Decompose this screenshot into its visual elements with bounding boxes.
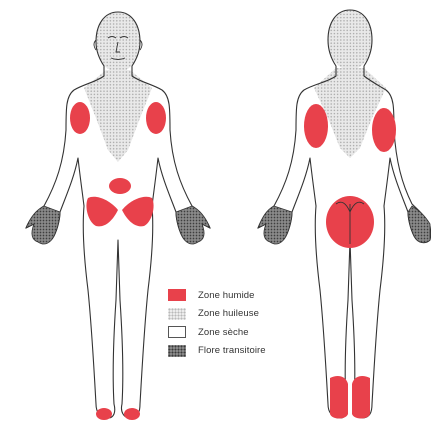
legend-label: Zone humide	[198, 290, 255, 301]
legend-item-zone-humide: Zone humide	[168, 286, 318, 305]
legend-item-flore-transitoire: Flore transitoire	[168, 342, 318, 361]
front-right-armpit-moist	[146, 102, 166, 134]
legend-label: Flore transitoire	[198, 345, 266, 356]
zone-humide-swatch	[168, 289, 186, 301]
legend-label: Zone sèche	[198, 327, 249, 338]
back-right-sole-moist	[352, 376, 370, 419]
back-left-shoulder-moist	[304, 104, 328, 148]
front-left-armpit-moist	[70, 102, 90, 134]
front-right-groin-moist	[122, 197, 154, 227]
front-oily-zone	[84, 12, 152, 162]
front-left-toes-moist	[96, 408, 112, 420]
legend-item-zone-seche: Zone sèche	[168, 323, 318, 342]
back-right-shoulder-moist	[372, 108, 396, 152]
back-left-hand-flora	[258, 206, 292, 244]
flore-transitoire-swatch	[168, 345, 186, 357]
back-left-sole-moist	[330, 376, 348, 419]
front-left-hand-flora	[26, 206, 60, 244]
legend-label: Zone huileuse	[198, 308, 259, 319]
legend-item-zone-huileuse: Zone huileuse	[168, 305, 318, 324]
front-left-groin-moist	[86, 197, 118, 227]
front-right-hand-flora	[176, 206, 210, 244]
back-right-hand-flora	[408, 206, 430, 243]
legend: Zone humide Zone huileuse Zone sèche Flo…	[168, 286, 318, 360]
front-right-toes-moist	[124, 408, 140, 420]
front-navel-moist	[109, 178, 131, 194]
zone-seche-swatch	[168, 326, 186, 338]
zone-huileuse-swatch	[168, 308, 186, 320]
